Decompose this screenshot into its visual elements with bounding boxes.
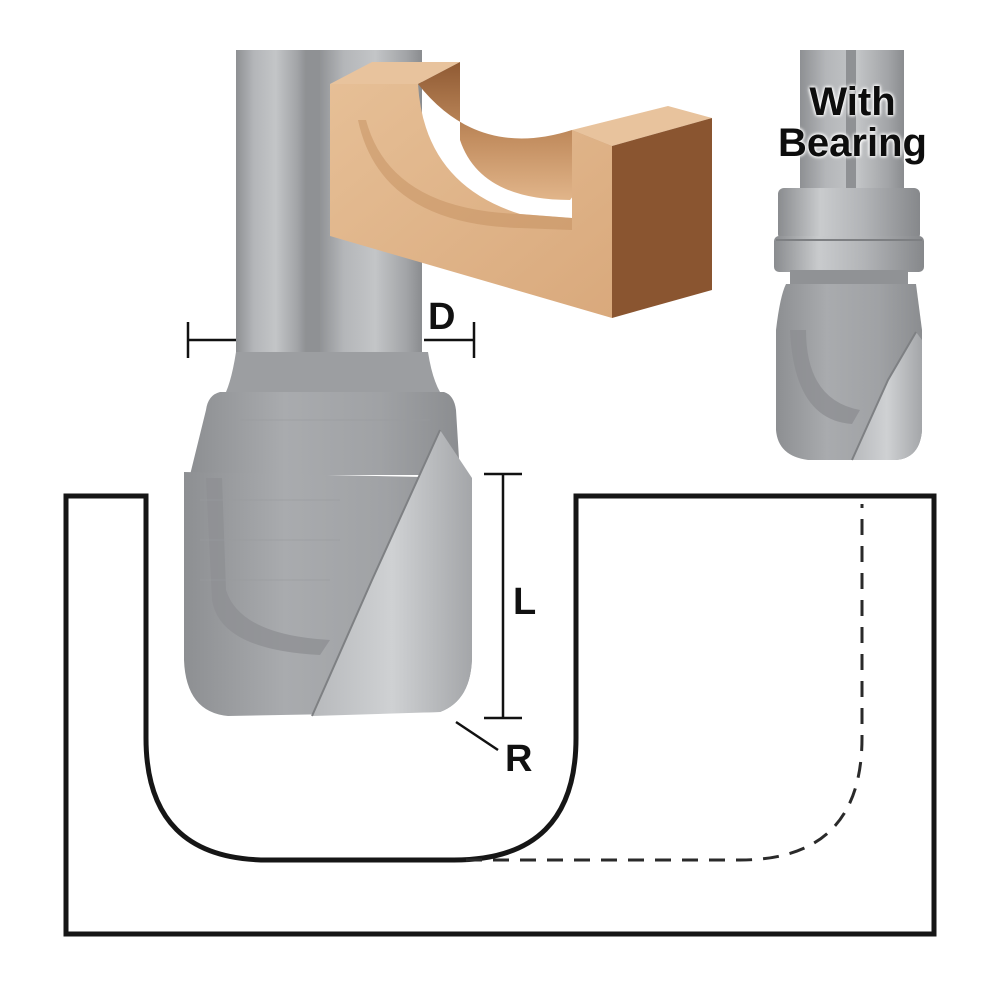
dimension-d — [186, 322, 476, 358]
bearing — [778, 188, 920, 240]
bearing-caption-line1: With — [809, 80, 896, 124]
radius-leader — [455, 720, 499, 752]
dimension-l — [484, 472, 522, 720]
bit-flute — [312, 430, 472, 716]
wood-front-face — [330, 84, 612, 318]
bit-collar — [226, 352, 440, 392]
length-label: L — [513, 581, 537, 623]
bearing-caption-line2: Bearing — [778, 121, 927, 165]
wood-side-face — [612, 118, 712, 318]
bearing-caption: With Bearing — [760, 82, 945, 164]
diameter-label: D — [428, 296, 456, 338]
wood-profile — [330, 62, 712, 318]
dashed-profile — [466, 504, 864, 862]
bit-body — [190, 392, 460, 475]
bearing-bit — [774, 50, 924, 461]
workpiece-outline — [63, 493, 937, 937]
radius-label: R — [505, 738, 533, 780]
bit-shank-left — [236, 50, 308, 370]
